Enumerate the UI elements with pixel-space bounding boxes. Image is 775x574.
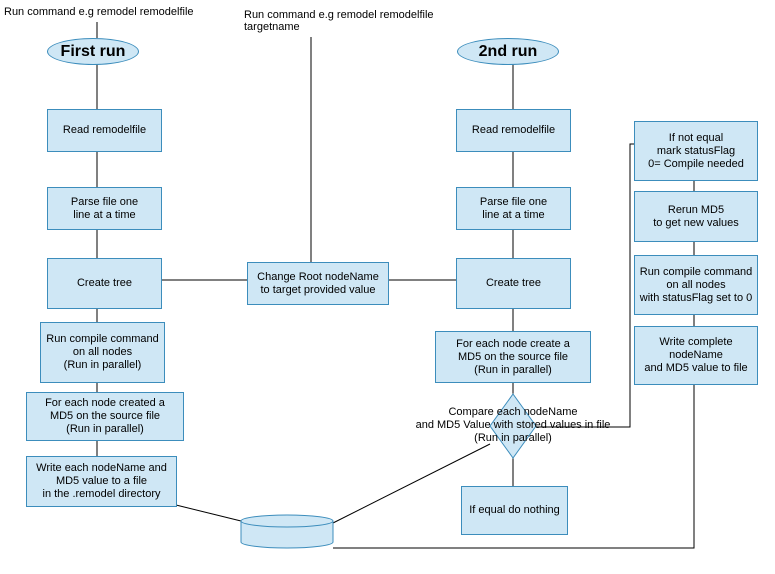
first-run-read-box: Read remodelfile	[47, 109, 162, 152]
first-run-md5-box: For each node created a MD5 on the sourc…	[26, 392, 184, 441]
first-run-write-box: Write each nodeName and MD5 value to a f…	[26, 456, 177, 507]
first-run-terminal: First run	[47, 38, 139, 65]
second-run-parse-box: Parse file one line at a time	[456, 187, 571, 230]
second-run-terminal: 2nd run	[457, 38, 559, 65]
compare-diamond-label: Compare each nodeName and MD5 Value with…	[415, 406, 611, 444]
if-not-equal-box: If not equal mark statusFlag 0= Compile …	[634, 121, 758, 181]
second-run-create-tree-box: Create tree	[456, 258, 571, 309]
change-root-box: Change Root nodeName to target provided …	[247, 262, 389, 305]
header-left-command: Run command e.g remodel remodelfile	[4, 6, 194, 18]
first-run-create-tree-box: Create tree	[47, 258, 162, 309]
first-run-parse-box: Parse file one line at a time	[47, 187, 162, 230]
rerun-md5-box: Rerun MD5 to get new values	[634, 191, 758, 242]
first-run-compile-box: Run compile command on all nodes (Run in…	[40, 322, 165, 383]
database-cylinder-icon	[240, 514, 334, 549]
header-mid-command: Run command e.g remodel remodelfile targ…	[244, 9, 434, 33]
right-compile-box: Run compile command on all nodes with st…	[634, 255, 758, 315]
if-equal-box: If equal do nothing	[461, 486, 568, 535]
second-run-md5-box: For each node create a MD5 on the source…	[435, 331, 591, 383]
second-run-read-box: Read remodelfile	[456, 109, 571, 152]
right-write-box: Write complete nodeName and MD5 value to…	[634, 326, 758, 385]
compare-diamond	[489, 393, 537, 459]
